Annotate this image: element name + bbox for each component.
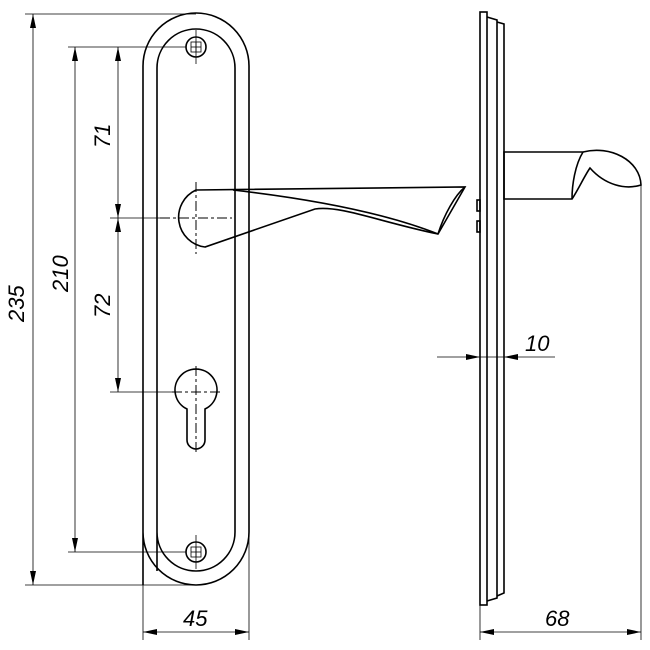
plate-inner-outline xyxy=(156,28,236,572)
dim-10-label: 10 xyxy=(525,331,550,356)
plate-outline xyxy=(142,12,250,586)
dim-235-label: 235 xyxy=(4,285,29,323)
dim-235: 235 xyxy=(4,13,196,586)
dim-45-label: 45 xyxy=(183,606,208,631)
dim-210-label: 210 xyxy=(48,255,73,293)
dim-10: 10 xyxy=(437,331,555,360)
top-screw-icon xyxy=(185,30,207,64)
dim-72-label: 72 xyxy=(90,294,115,318)
dim-45: 45 xyxy=(142,532,250,640)
dim-210: 210 xyxy=(48,46,186,553)
dim-68-label: 68 xyxy=(545,606,570,631)
dim-71-label: 71 xyxy=(90,124,115,148)
side-view xyxy=(476,11,642,606)
front-plate xyxy=(142,12,250,586)
dim-72: 72 xyxy=(90,218,172,393)
keyhole-icon xyxy=(172,366,222,452)
lever-handle xyxy=(160,182,467,254)
dim-71: 71 xyxy=(90,47,160,219)
dim-68: 68 xyxy=(479,185,642,640)
bottom-screw-icon xyxy=(185,535,207,569)
